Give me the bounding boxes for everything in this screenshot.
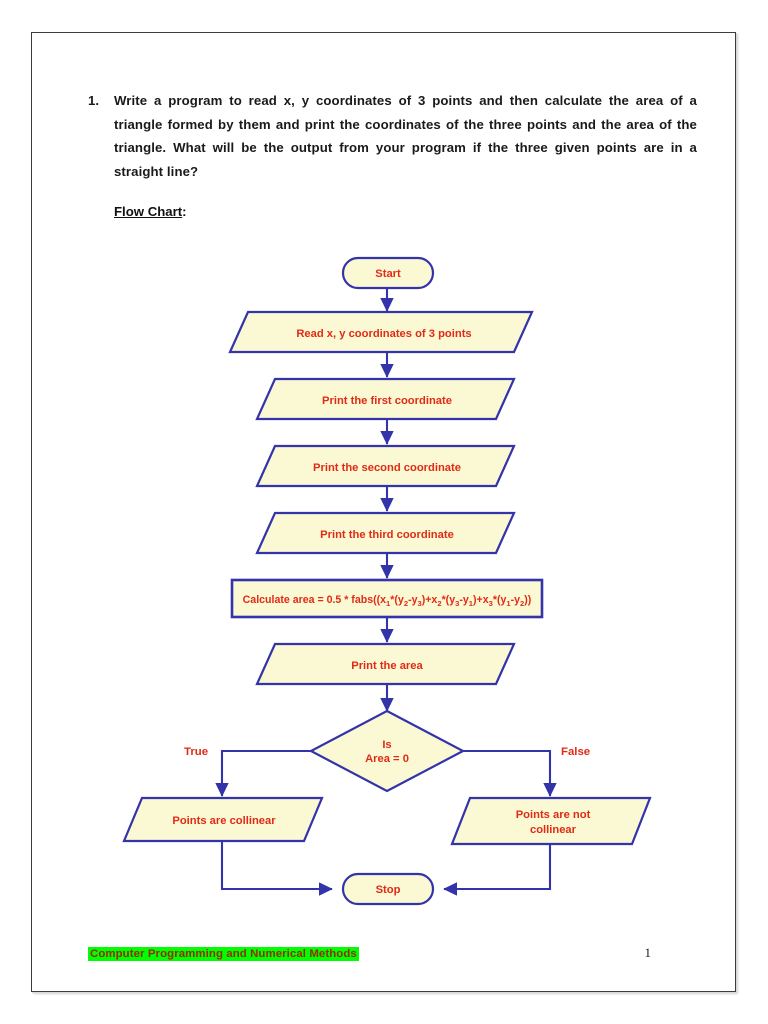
formula-part-5: -y bbox=[459, 594, 469, 606]
section-heading-label: Flow Chart bbox=[114, 204, 183, 219]
node-print-second: Print the second coordinate bbox=[255, 444, 516, 488]
question-block: 1. Write a program to read x, y coordina… bbox=[88, 89, 697, 183]
node-calculate-area-label: Calculate area = 0.5 * fabs((x1*(y2-y3)+… bbox=[243, 594, 532, 608]
node-read: Read x, y coordinates of 3 points bbox=[228, 310, 534, 354]
flowchart-diagram: Start Read x, y coordinates of 3 points … bbox=[32, 241, 735, 921]
formula-sub-3: 3 bbox=[417, 599, 421, 608]
node-print-first: Print the first coordinate bbox=[255, 377, 516, 421]
node-start: Start bbox=[341, 256, 435, 290]
node-not-collinear-label-line2: collinear bbox=[530, 824, 577, 836]
page-footer: Computer Programming and Numerical Metho… bbox=[88, 945, 697, 961]
node-print-third: Print the third coordinate bbox=[255, 511, 516, 555]
formula-part-2: -y bbox=[408, 594, 418, 606]
footer-title: Computer Programming and Numerical Metho… bbox=[88, 947, 359, 961]
question-number: 1. bbox=[88, 93, 99, 108]
node-print-first-label: Print the first coordinate bbox=[322, 395, 452, 407]
formula-sub-1: 1 bbox=[386, 599, 391, 608]
node-decision-label-line1: Is bbox=[382, 739, 391, 751]
footer-page-number: 1 bbox=[644, 945, 652, 960]
edge-label-false: False bbox=[561, 746, 590, 758]
page-content: 1. Write a program to read x, y coordina… bbox=[88, 89, 697, 219]
formula-sub-8: 1 bbox=[506, 599, 511, 608]
node-stop-label: Stop bbox=[376, 884, 401, 896]
section-heading-colon: : bbox=[182, 204, 187, 219]
node-decision-label-line2: Area = 0 bbox=[365, 753, 409, 765]
node-calculate-area: Calculate area = 0.5 * fabs((x1*(y2-y3)+… bbox=[230, 578, 544, 619]
node-collinear: Points are collinear bbox=[122, 796, 324, 843]
formula-part-3: )+x bbox=[422, 594, 438, 606]
node-not-collinear-label-line1: Points are not bbox=[516, 809, 591, 821]
connector-collinear-to-stop bbox=[220, 841, 333, 896]
node-decision: Is Area = 0 bbox=[308, 709, 466, 793]
formula-sub-9: 2 bbox=[520, 599, 524, 608]
formula-part-4: *(y bbox=[442, 594, 456, 606]
edge-label-true: True bbox=[184, 746, 208, 758]
formula-part-8: -y bbox=[511, 594, 521, 606]
node-print-third-label: Print the third coordinate bbox=[320, 529, 454, 541]
node-print-area: Print the area bbox=[255, 642, 516, 686]
formula-part-9: )) bbox=[524, 594, 531, 606]
formula-sub-6: 1 bbox=[469, 599, 474, 608]
node-print-second-label: Print the second coordinate bbox=[313, 462, 461, 474]
question-text: Write a program to read x, y coordinates… bbox=[114, 93, 697, 179]
formula-sub-2: 2 bbox=[404, 599, 408, 608]
node-print-area-label: Print the area bbox=[351, 660, 423, 672]
formula-prefix: Calculate area = 0.5 * fabs((x bbox=[243, 594, 386, 606]
formula-part-1: *(y bbox=[390, 594, 404, 606]
connector-not-collinear-to-stop bbox=[443, 844, 552, 896]
document-page: 1. Write a program to read x, y coordina… bbox=[31, 32, 736, 992]
node-stop: Stop bbox=[341, 872, 435, 906]
formula-part-6: )+x bbox=[473, 594, 489, 606]
node-start-label: Start bbox=[375, 268, 401, 280]
formula-sub-4: 2 bbox=[437, 599, 441, 608]
connector-false-branch bbox=[463, 749, 557, 797]
connector-true-branch bbox=[215, 749, 311, 797]
formula-sub-7: 3 bbox=[489, 599, 493, 608]
formula-part-7: *(y bbox=[493, 594, 507, 606]
formula-sub-5: 3 bbox=[455, 599, 459, 608]
node-read-label: Read x, y coordinates of 3 points bbox=[296, 328, 471, 340]
section-heading: Flow Chart: bbox=[114, 204, 697, 219]
node-collinear-label: Points are collinear bbox=[172, 815, 276, 827]
node-not-collinear: Points are not collinear bbox=[450, 796, 652, 846]
